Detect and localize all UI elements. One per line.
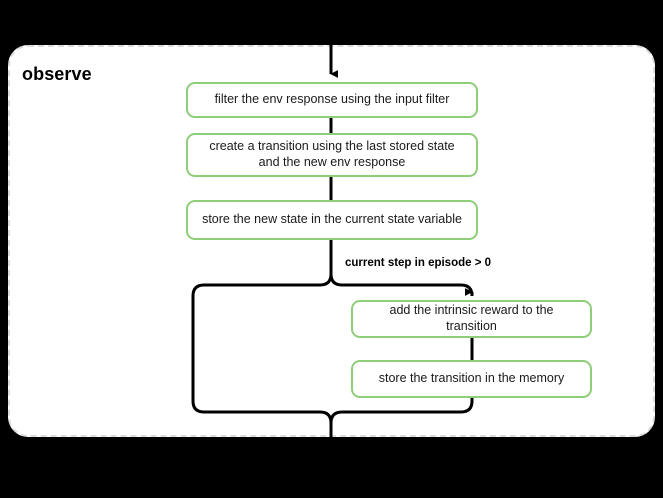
node-label: add the intrinsic reward to the transiti… (389, 303, 554, 333)
node-filter-env-response[interactable]: filter the env response using the input … (186, 82, 478, 118)
node-label: create a transition using the last store… (209, 139, 455, 169)
node-label: filter the env response using the input … (214, 92, 450, 107)
group-title: observe (22, 64, 92, 84)
node-label: store the new state in the current state… (202, 212, 462, 227)
node-label: store the transition in the memory (378, 371, 565, 386)
node-create-transition[interactable]: create a transition using the last store… (186, 133, 478, 177)
edge-label-condition: current step in episode > 0 (345, 257, 492, 269)
node-store-transition-memory[interactable]: store the transition in the memory (351, 360, 592, 398)
node-add-intrinsic-reward[interactable]: add the intrinsic reward to the transiti… (351, 300, 592, 338)
node-store-new-state[interactable]: store the new state in the current state… (186, 200, 478, 240)
